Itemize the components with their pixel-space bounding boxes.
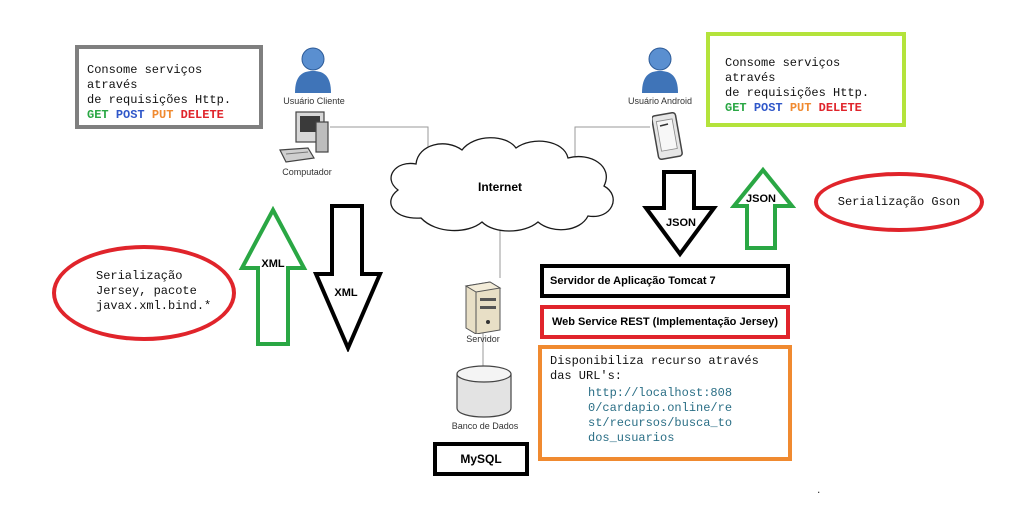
put-method: PUT bbox=[151, 108, 174, 122]
user-android-icon bbox=[642, 47, 678, 93]
xml-up-label: XML bbox=[261, 258, 285, 270]
tomcat-label: Servidor de Aplicação Tomcat 7 bbox=[550, 275, 716, 287]
resource-line2: das URL's: bbox=[550, 369, 623, 383]
android-note-line1: Consome serviços através bbox=[725, 56, 841, 85]
serialization-jersey-line2: Jersey, pacote bbox=[96, 284, 197, 298]
client-http-methods: GET POST PUT DELETE bbox=[87, 108, 251, 123]
user-android-label: Usuário Android bbox=[627, 96, 693, 106]
resource-url-line: http://localhost:808 bbox=[588, 386, 733, 400]
footer-dot: . bbox=[817, 482, 821, 496]
database-label: Banco de Dados bbox=[451, 421, 519, 431]
resource-url-line: 0/cardapio.online/re bbox=[588, 401, 733, 415]
resource-url-line: dos_usuarios bbox=[588, 431, 675, 445]
rest-service-box: Web Service REST (Implementação Jersey) bbox=[540, 305, 790, 339]
json-up-label: JSON bbox=[746, 193, 776, 205]
json-down-arrow bbox=[642, 170, 718, 258]
post-method: POST bbox=[753, 101, 783, 115]
resource-line1: Disponibiliza recurso através bbox=[550, 354, 759, 368]
delete-method: DELETE bbox=[818, 101, 862, 115]
serialization-jersey-line1: Serialização bbox=[96, 269, 183, 283]
database-icon bbox=[456, 365, 512, 418]
client-note-line2: de requisições Http. bbox=[87, 93, 232, 107]
tablet-icon bbox=[652, 112, 683, 161]
tomcat-box: Servidor de Aplicação Tomcat 7 bbox=[540, 264, 790, 298]
serialization-gson-ellipse: Serialização Gson bbox=[814, 172, 984, 232]
resource-box: Disponibiliza recurso através das URL's:… bbox=[538, 345, 792, 461]
mysql-box: MySQL bbox=[433, 442, 529, 476]
xml-down-label: XML bbox=[334, 287, 358, 299]
serialization-jersey-ellipse: Serialização Jersey, pacote javax.xml.bi… bbox=[52, 245, 236, 341]
post-method: POST bbox=[115, 108, 145, 122]
computer-icon bbox=[279, 111, 329, 163]
user-client-icon bbox=[295, 47, 331, 93]
xml-down-arrow bbox=[312, 204, 384, 352]
serialization-jersey-line3: javax.xml.bind.* bbox=[96, 299, 212, 313]
client-note-box: Consome serviços através de requisições … bbox=[75, 45, 263, 129]
resource-url[interactable]: http://localhost:808 0/cardapio.online/r… bbox=[550, 386, 780, 446]
resource-url-line: st/recursos/busca_to bbox=[588, 416, 733, 430]
android-note-line2: de requisições Http. bbox=[725, 86, 870, 100]
xml-up-arrow bbox=[238, 206, 308, 346]
user-client-label: Usuário Cliente bbox=[283, 96, 345, 106]
internet-cloud-icon bbox=[390, 137, 614, 232]
server-label: Servidor bbox=[466, 334, 500, 344]
android-http-methods: GET POST PUT DELETE bbox=[725, 101, 894, 116]
computer-label: Computador bbox=[282, 167, 332, 177]
delete-method: DELETE bbox=[180, 108, 224, 122]
get-method: GET bbox=[87, 108, 109, 122]
mysql-label: MySQL bbox=[460, 452, 502, 466]
get-method: GET bbox=[725, 101, 747, 115]
android-note-box: Consome serviços através de requisições … bbox=[706, 32, 906, 127]
rest-service-label: Web Service REST (Implementação Jersey) bbox=[551, 316, 778, 328]
put-method: PUT bbox=[789, 101, 812, 115]
server-icon bbox=[464, 281, 502, 334]
client-note-line1: Consome serviços através bbox=[87, 63, 203, 92]
json-down-label: JSON bbox=[666, 217, 696, 229]
serialization-gson-label: Serialização Gson bbox=[837, 195, 961, 209]
json-up-arrow bbox=[730, 166, 796, 250]
internet-label: Internet bbox=[477, 180, 522, 194]
